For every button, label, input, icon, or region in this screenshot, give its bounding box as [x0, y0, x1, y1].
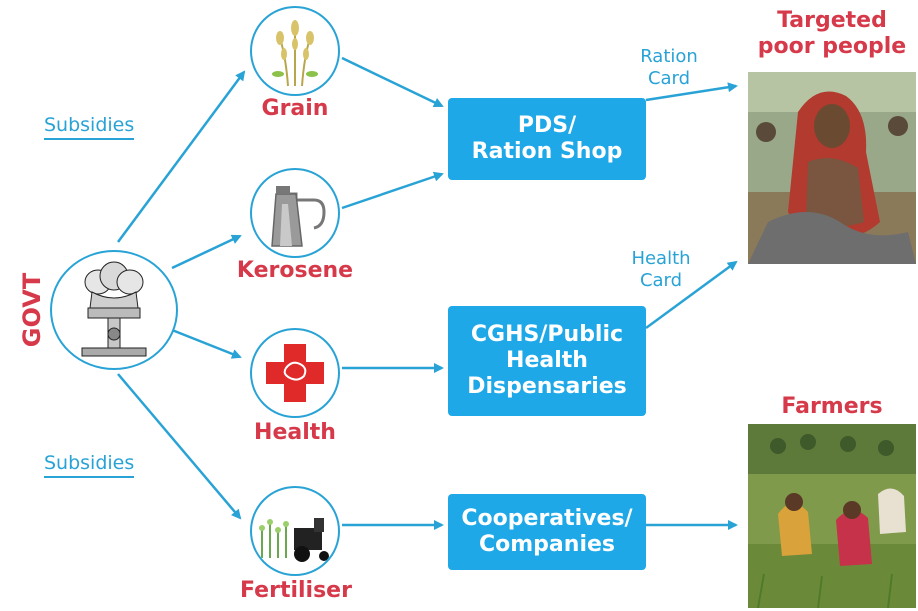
- pds-line-1: PDS/: [517, 113, 577, 138]
- arrow-grain-pds: [341, 56, 444, 108]
- cghs-line-2: Health: [506, 348, 588, 373]
- arrow-pds-poor: [645, 82, 738, 102]
- ration-card-label: Ration Card: [624, 46, 714, 90]
- cghs-line-1: CGHS/Public: [470, 322, 624, 347]
- targeted-poor-title: Targeted poor people: [748, 8, 916, 60]
- health-card-label: Health Card: [616, 248, 706, 292]
- kerosene-label: Kerosene: [236, 258, 354, 283]
- ashoka-emblem-icon: [50, 250, 178, 370]
- govt-label: GOVT: [18, 272, 46, 348]
- arrow-kerosene-pds: [341, 171, 444, 210]
- farmers-title: Farmers: [781, 394, 883, 419]
- fertiliser-tractor-icon: [250, 486, 340, 576]
- targeted-poor-line-1: Targeted: [777, 8, 887, 33]
- cooperatives-companies-box: Cooperatives/ Companies: [448, 494, 646, 570]
- health-card-line-2: Card: [639, 270, 683, 291]
- health-label: Health: [254, 420, 336, 445]
- arrow-govt-fertiliser: [117, 373, 242, 520]
- pds-ration-shop-box: PDS/ Ration Shop: [448, 98, 646, 180]
- subsidies-label-top: Subsidies: [44, 114, 135, 140]
- fertiliser-label: Fertiliser: [240, 578, 352, 603]
- ration-card-line-2: Card: [647, 68, 691, 89]
- pds-line-2: Ration Shop: [471, 139, 623, 164]
- arrow-govt-grain: [116, 70, 246, 243]
- farmers-photo: [748, 424, 916, 608]
- ration-card-line-1: Ration: [640, 46, 698, 67]
- targeted-poor-line-2: poor people: [757, 34, 907, 59]
- red-cross-icon: [250, 328, 340, 418]
- kerosene-can-icon: [250, 168, 340, 258]
- health-card-line-1: Health: [631, 248, 691, 269]
- grain-label: Grain: [261, 96, 329, 121]
- arrow-govt-kerosene: [171, 234, 242, 270]
- arrow-cghs-poor: [645, 260, 738, 330]
- arrow-govt-health: [171, 328, 242, 359]
- subsidies-label-bottom: Subsidies: [44, 452, 135, 478]
- cghs-line-3: Dispensaries: [467, 374, 627, 399]
- coop-line-1: Cooperatives/: [461, 506, 633, 531]
- coop-line-2: Companies: [479, 532, 615, 557]
- cghs-dispensaries-box: CGHS/Public Health Dispensaries: [448, 306, 646, 416]
- poor-people-photo: [748, 72, 916, 264]
- grain-icon: [250, 6, 340, 96]
